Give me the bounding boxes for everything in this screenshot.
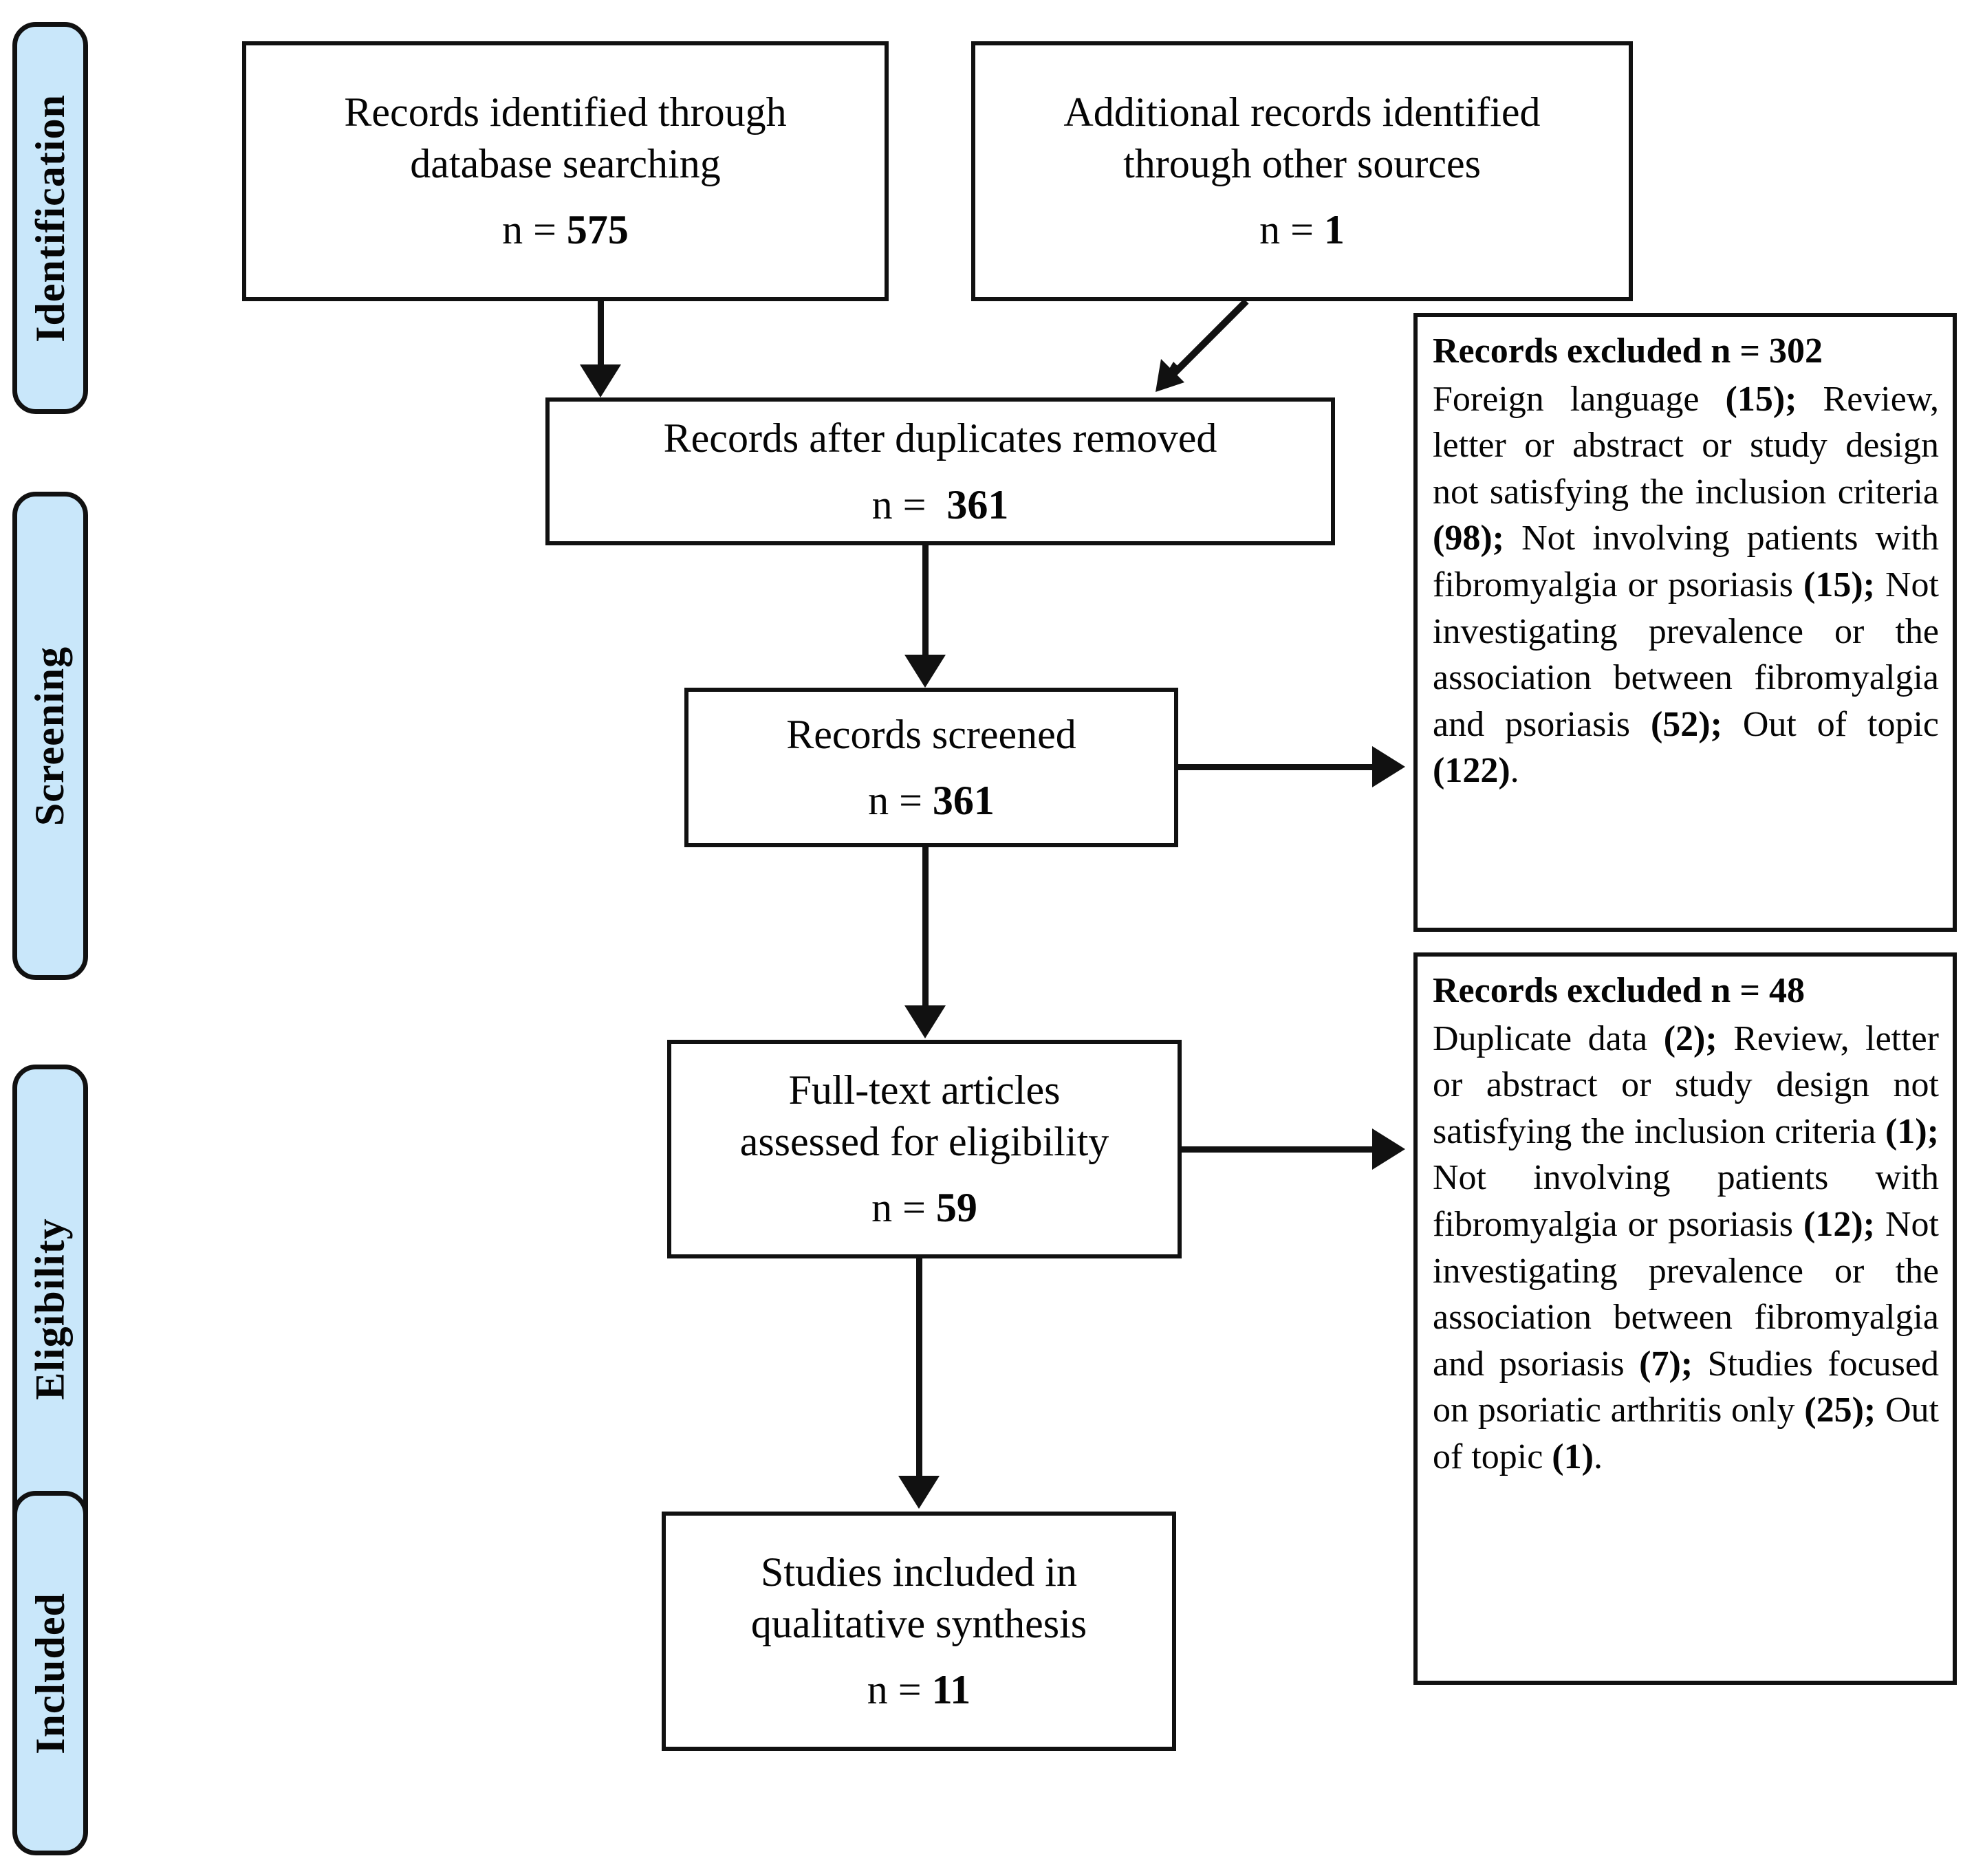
box-database-search-count: n = 575 xyxy=(502,207,629,253)
box-other-sources-count: n = 1 xyxy=(1259,207,1345,253)
box-other-sources-line1: Additional records identified xyxy=(1063,89,1541,135)
box-records-screened-line1: Records screened xyxy=(786,711,1076,757)
stage-pill-screening: Screening xyxy=(12,492,88,980)
stage-label-identification: Identification xyxy=(27,94,73,342)
connector-screened-to-fulltext-line xyxy=(922,847,929,1009)
excluded-screening-heading: Records excluded n = 302 xyxy=(1433,331,1823,371)
box-database-search: Records identified through database sear… xyxy=(242,41,889,301)
connector-fulltext-to-excluded-line xyxy=(1182,1146,1378,1153)
box-duplicates-removed-count: n = 361 xyxy=(871,481,1009,527)
connector-other-to-duplicates xyxy=(1156,298,1249,392)
box-fulltext-assessed: Full-text articles assessed for eligibil… xyxy=(667,1040,1182,1258)
connector-screened-to-excluded-line xyxy=(1178,764,1378,770)
connector-fulltext-to-included-arrowhead xyxy=(898,1476,940,1509)
stage-label-screening: Screening xyxy=(27,646,73,826)
box-database-search-line2: database searching xyxy=(410,140,721,186)
connector-screened-to-excluded-arrowhead xyxy=(1372,746,1405,787)
box-duplicates-removed-line1: Records after duplicates removed xyxy=(663,415,1217,461)
box-records-excluded-eligibility: Records excluded n = 48 Duplicate data (… xyxy=(1413,952,1957,1685)
box-records-screened-count: n = 361 xyxy=(868,778,995,823)
box-other-sources: Additional records identified through ot… xyxy=(971,41,1633,301)
box-database-search-line1: Records identified through xyxy=(344,89,787,135)
box-fulltext-assessed-line1: Full-text articles xyxy=(788,1067,1061,1113)
box-studies-included: Studies included in qualitative synthesi… xyxy=(662,1512,1176,1751)
box-records-screened: Records screened n = 361 xyxy=(684,688,1178,847)
excluded-eligibility-heading: Records excluded n = 48 xyxy=(1433,971,1805,1010)
excluded-eligibility-reasons: Duplicate data (2); Review, letter or ab… xyxy=(1433,1018,1939,1476)
stage-pill-identification: Identification xyxy=(12,22,88,414)
connector-fulltext-to-excluded-arrowhead xyxy=(1372,1128,1405,1170)
stage-label-included: Included xyxy=(27,1592,73,1754)
box-other-sources-line2: through other sources xyxy=(1123,140,1481,186)
connector-db-to-duplicates-line xyxy=(598,301,604,371)
box-fulltext-assessed-line2: assessed for eligibility xyxy=(739,1118,1109,1164)
stage-pill-included: Included xyxy=(12,1491,88,1855)
box-studies-included-count: n = 11 xyxy=(867,1667,971,1713)
box-duplicates-removed: Records after duplicates removed n = 361 xyxy=(545,397,1335,545)
connector-db-to-duplicates-arrowhead xyxy=(580,364,621,397)
stage-pill-eligibility: Eligibility xyxy=(12,1065,88,1553)
connector-duplicates-to-screened-arrowhead xyxy=(904,655,946,688)
stage-label-eligibility: Eligibility xyxy=(27,1217,73,1400)
box-studies-included-line2: qualitative synthesis xyxy=(750,1600,1087,1646)
box-studies-included-line1: Studies included in xyxy=(761,1549,1077,1595)
box-records-excluded-screening: Records excluded n = 302 Foreign languag… xyxy=(1413,313,1957,932)
connector-duplicates-to-screened-line xyxy=(922,545,929,659)
excluded-screening-reasons: Foreign language (15); Review, letter or… xyxy=(1433,379,1939,791)
box-fulltext-assessed-count: n = 59 xyxy=(871,1185,977,1231)
connector-fulltext-to-included-line xyxy=(916,1258,922,1479)
connector-screened-to-fulltext-arrowhead xyxy=(904,1005,946,1038)
